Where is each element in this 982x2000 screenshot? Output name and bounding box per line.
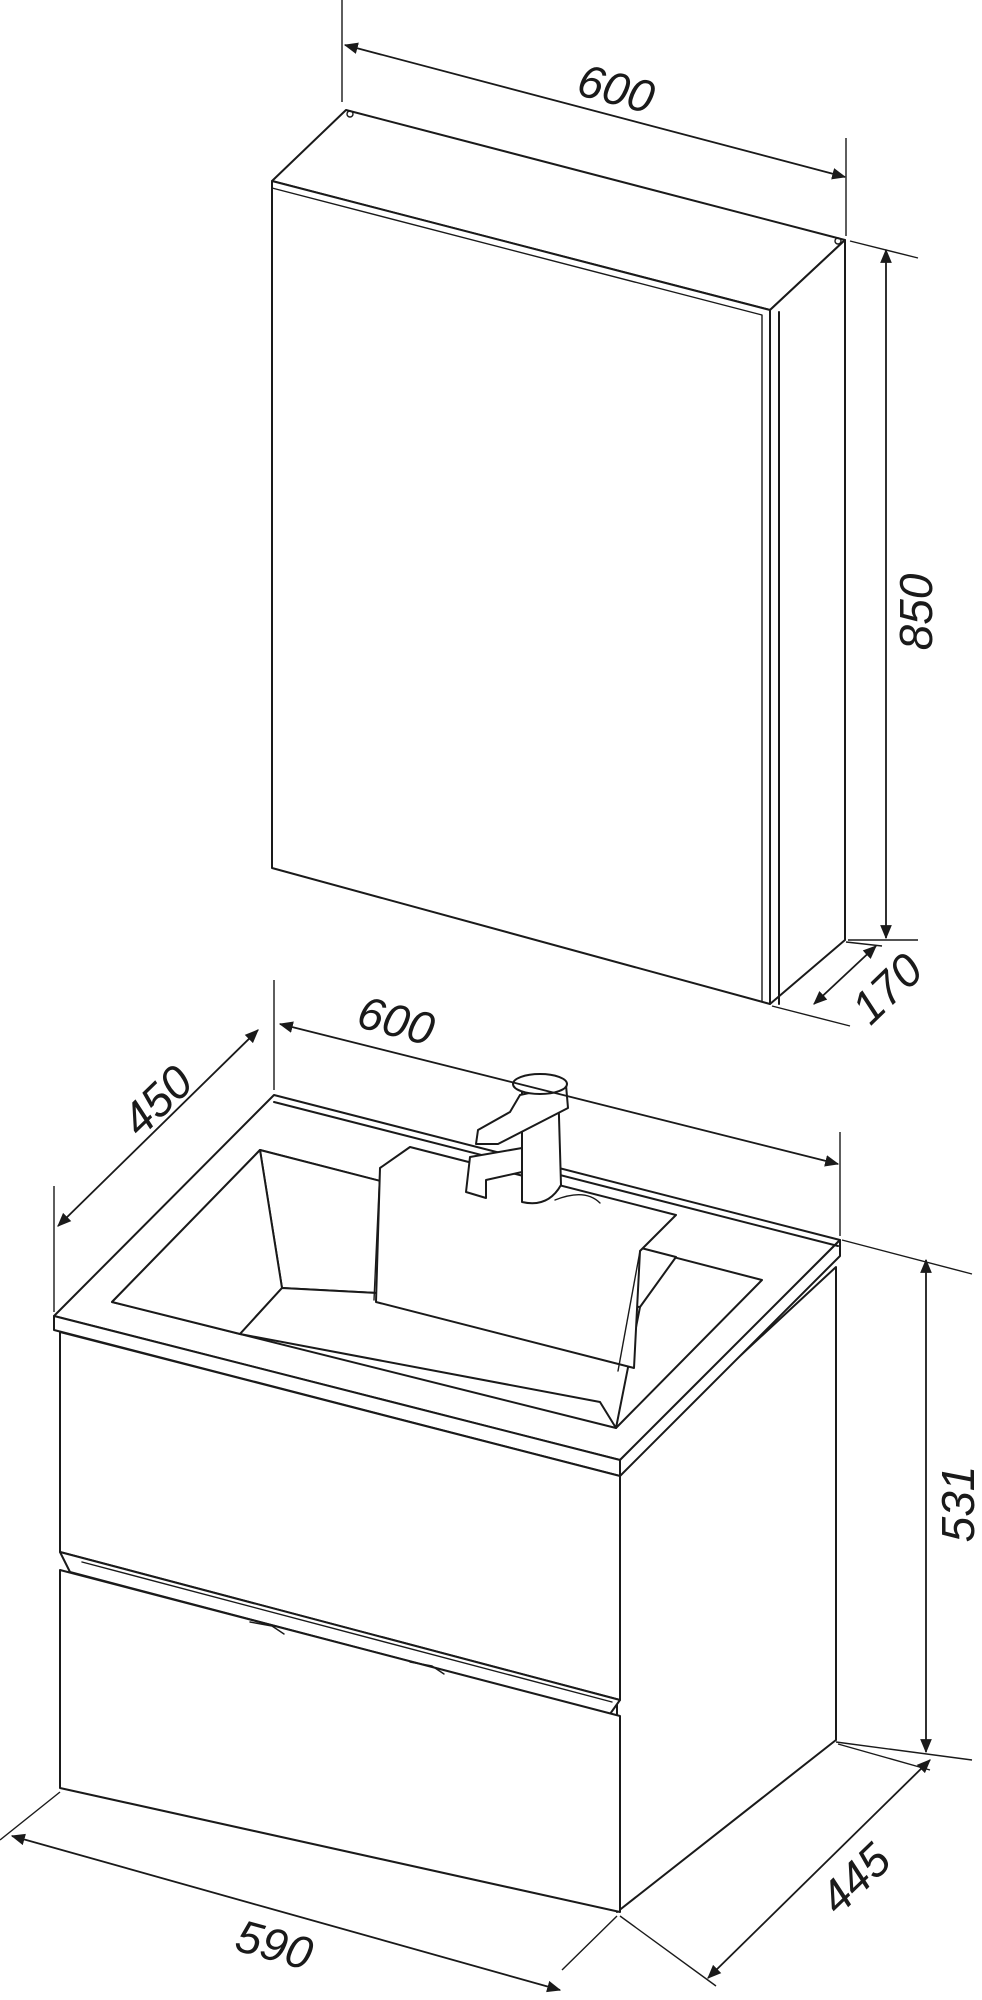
drawer-handle xyxy=(409,1661,445,1675)
dimension-cabinet-height: 531 xyxy=(835,1239,982,1761)
tap-hole xyxy=(554,1194,601,1204)
dimension-label-mirror-depth: 170 xyxy=(841,943,933,1034)
dimension-label-cabinet-depth: 445 xyxy=(809,1833,901,1924)
drawer-groove xyxy=(81,1561,613,1703)
dimension-label-cabinet-height: 531 xyxy=(932,1466,982,1543)
mirror-cabinet xyxy=(271,109,846,1005)
drawer-handle xyxy=(249,1621,285,1635)
mirror-door-edge xyxy=(271,187,763,1003)
dimension-line xyxy=(10,1833,562,1993)
mirror-hinge-dot xyxy=(834,237,842,245)
dimension-line xyxy=(707,1759,931,1979)
vanity-unit xyxy=(53,1073,841,1913)
countertop-side-edge xyxy=(619,1239,841,1477)
dimension-mirror-height: 850 xyxy=(848,240,942,941)
mirror-cabinet-side xyxy=(769,239,846,1005)
dimension-label-mirror-height: 850 xyxy=(890,573,942,650)
dimension-line xyxy=(813,945,877,1005)
dimension-label-cabinet-width: 590 xyxy=(230,1909,318,1980)
dimension-label-basin-depth: 450 xyxy=(111,1055,203,1146)
dimension-line xyxy=(343,42,847,180)
mirror-door xyxy=(271,180,771,1005)
dimension-line xyxy=(278,1021,840,1167)
dimension-label-mirror-width: 600 xyxy=(572,54,660,124)
dimension-line xyxy=(57,1029,259,1227)
